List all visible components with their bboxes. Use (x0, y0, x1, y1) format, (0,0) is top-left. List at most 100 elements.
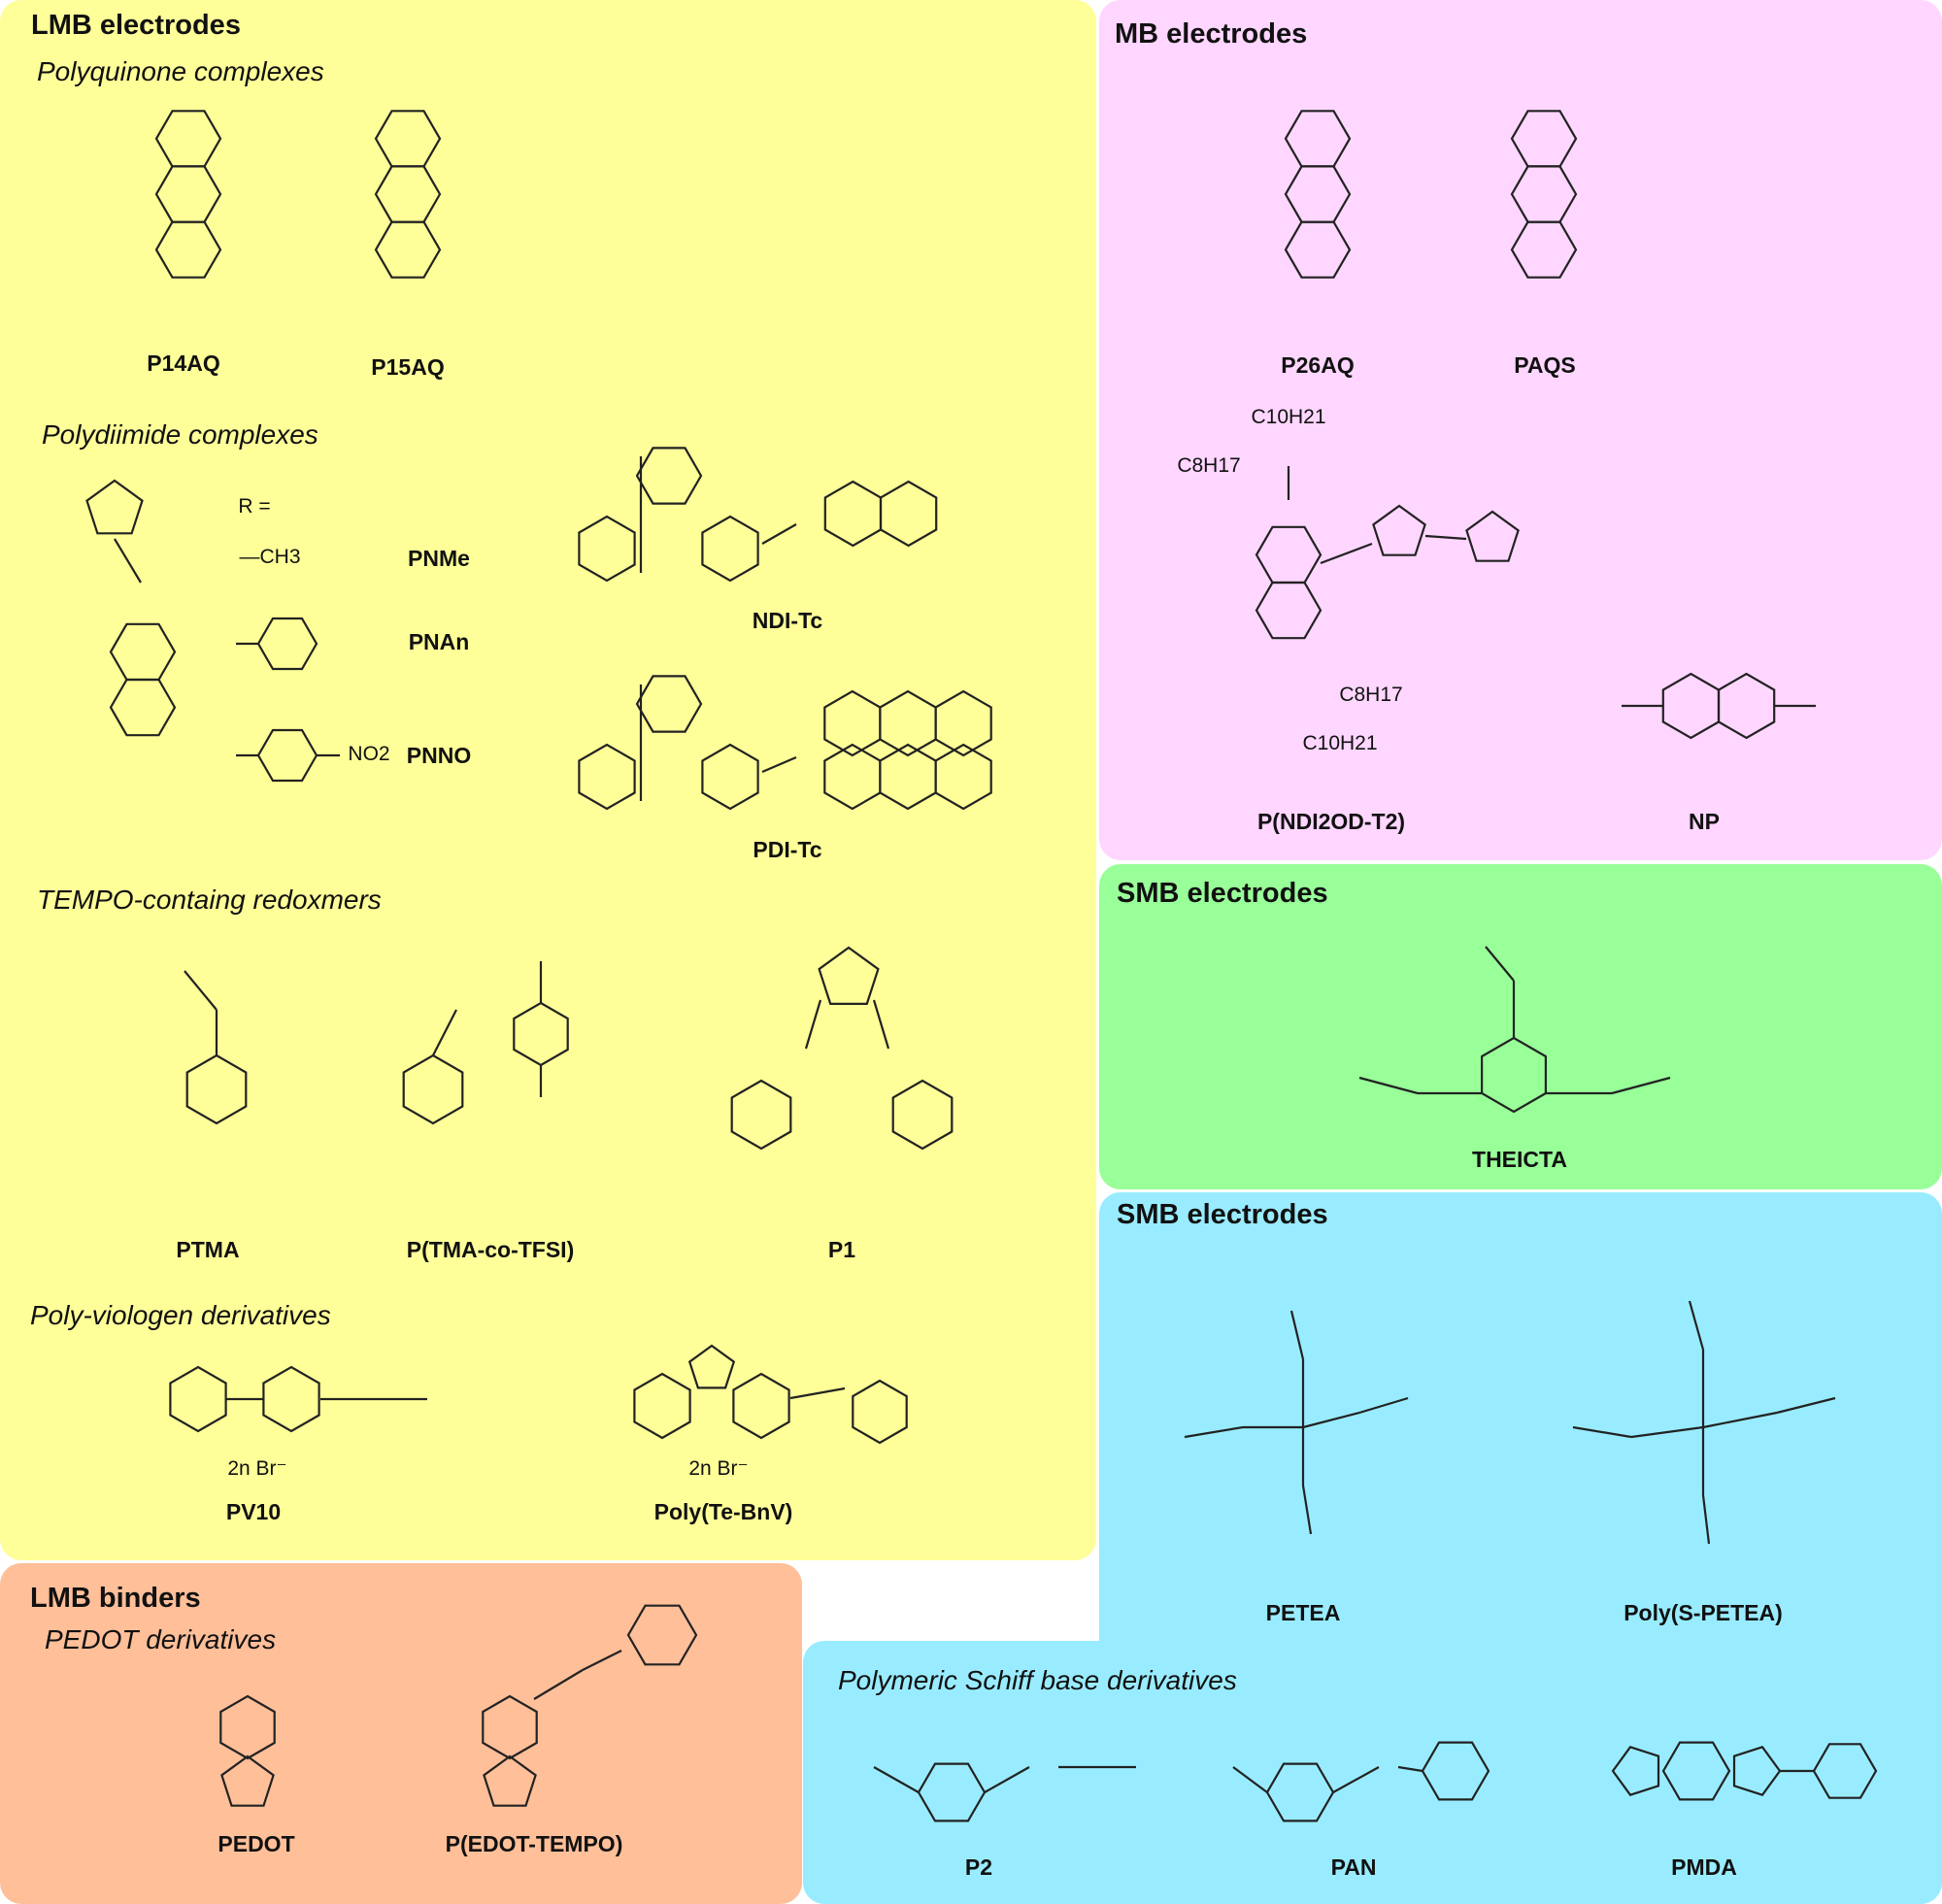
phenyl-ring (1812, 1743, 1878, 1799)
cyclopentane-ring (818, 946, 880, 1006)
label-petea: PETEA (1265, 1600, 1341, 1625)
bond (804, 999, 822, 1050)
bond (984, 1766, 1030, 1793)
benzene-ring (262, 1365, 320, 1433)
tellurophene-ring (687, 1344, 736, 1389)
label-ptma: PTMA (176, 1237, 240, 1262)
benzene-ring (1255, 581, 1323, 640)
benzene-ring (1717, 672, 1776, 740)
panel-mb-electrodes (1099, 0, 1942, 860)
phenyl-ring (256, 617, 318, 671)
subheading-tempo: TEMPO-containg redoxmers (37, 885, 382, 915)
piperidine-ring (402, 1053, 464, 1125)
r-group-methyl: —CH3 (239, 546, 301, 568)
benzene-ring (1284, 220, 1352, 279)
thiophene-ring (483, 1754, 537, 1807)
piperidine-ring (626, 1604, 698, 1666)
bond (789, 1386, 846, 1400)
benzene-ring (1284, 165, 1352, 223)
bond (1701, 1494, 1711, 1545)
subheading-polyquinone: Polyquinone complexes (37, 56, 324, 86)
label-ndi-tc: NDI-Tc (752, 608, 823, 633)
label-p1: P1 (827, 1237, 856, 1262)
bond (1688, 1300, 1705, 1351)
cyclopentane-ring (85, 479, 144, 535)
bond (1320, 542, 1373, 565)
label-np: NP (1689, 809, 1720, 834)
label-p14aq: P14AQ (147, 351, 220, 376)
benzene-ring (633, 1372, 691, 1440)
benzene-ring (578, 743, 636, 811)
benzene-ring (701, 743, 759, 811)
label-pedot: PEDOT (218, 1831, 295, 1856)
benzene-ring (169, 1365, 227, 1433)
benzene-ring (154, 220, 222, 279)
benzene-ring (635, 447, 703, 505)
triazine-ring (1480, 1036, 1548, 1114)
bond (432, 1009, 457, 1056)
subheading-schiff-base: Polymeric Schiff base derivatives (838, 1665, 1237, 1695)
bond (1232, 1766, 1268, 1793)
label-p2: P2 (964, 1854, 993, 1880)
label-p-edot-tempo: P(EDOT-TEMPO) (445, 1831, 623, 1856)
heading-smb-electrodes-2: SMB electrodes (1117, 1199, 1328, 1230)
label-p15aq: P15AQ (371, 354, 445, 380)
bond (872, 999, 890, 1050)
label-pv10: PV10 (225, 1499, 282, 1524)
bond (533, 1669, 584, 1700)
benzene-ring (1510, 165, 1578, 223)
benzene-ring (1510, 220, 1578, 279)
bond (1358, 1076, 1419, 1095)
benzene-ring (109, 678, 177, 737)
bond (1184, 1425, 1244, 1439)
panel-lmb-electrodes (0, 0, 1096, 1560)
side-chain-c8h17-bottom: C8H17 (1339, 684, 1403, 706)
bond (1424, 534, 1467, 541)
dioxane-ring (219, 1694, 276, 1760)
label-pmda: PMDA (1671, 1854, 1737, 1880)
thiophene-ring (1372, 504, 1426, 556)
bond (761, 523, 797, 545)
piperidine-ring (185, 1053, 248, 1125)
phenyl-ring (1265, 1762, 1335, 1822)
bond (184, 970, 218, 1011)
bond (1301, 1485, 1313, 1535)
thiophene-ring (1465, 510, 1520, 562)
bond (1397, 1765, 1423, 1773)
bond (1302, 1411, 1360, 1429)
piperidine-ring (891, 1079, 954, 1151)
label-poly-te-bnv: Poly(Te-BnV) (653, 1499, 793, 1524)
benzene-ring (154, 110, 222, 168)
benzene-ring (374, 165, 442, 223)
bond (1485, 946, 1515, 982)
benzene-ring (578, 515, 636, 583)
phenyl-ring (852, 1379, 908, 1445)
bond (1358, 1396, 1409, 1415)
panel-schiff-base (803, 1641, 1942, 1904)
phenyl-ring (256, 728, 318, 783)
label-p-ndi2od-t2: P(NDI2OD-T2) (1256, 809, 1406, 834)
panel-lmb-binders (0, 1563, 802, 1904)
label-p-tma-co-tfsi: P(TMA-co-TFSI) (406, 1237, 575, 1262)
benzene-ring (154, 165, 222, 223)
r-group-nitro: NO2 (348, 743, 390, 765)
bond (1776, 1396, 1836, 1415)
piperidine-ring (730, 1079, 792, 1151)
heading-mb-electrodes: MB electrodes (1115, 18, 1308, 50)
benzene-ring (1661, 672, 1721, 740)
side-chain-c10h21-top: C10H21 (1251, 406, 1326, 428)
benzene-ring (934, 689, 992, 757)
label-pnno: PNNO (406, 743, 472, 768)
bond (873, 1766, 920, 1793)
benzene-ring (1661, 1741, 1731, 1801)
label-pnme: PNMe (408, 546, 470, 571)
bond (1289, 1310, 1305, 1360)
phenyl-ring (1421, 1741, 1490, 1801)
label-pan: PAN (1330, 1854, 1377, 1880)
thiophene-ring (220, 1754, 275, 1807)
subheading-polydiimide: Polydiimide complexes (42, 419, 318, 450)
side-chain-c10h21-bottom: C10H21 (1302, 732, 1378, 754)
benzene-ring (879, 480, 938, 548)
r-group-label: R = (238, 495, 271, 518)
